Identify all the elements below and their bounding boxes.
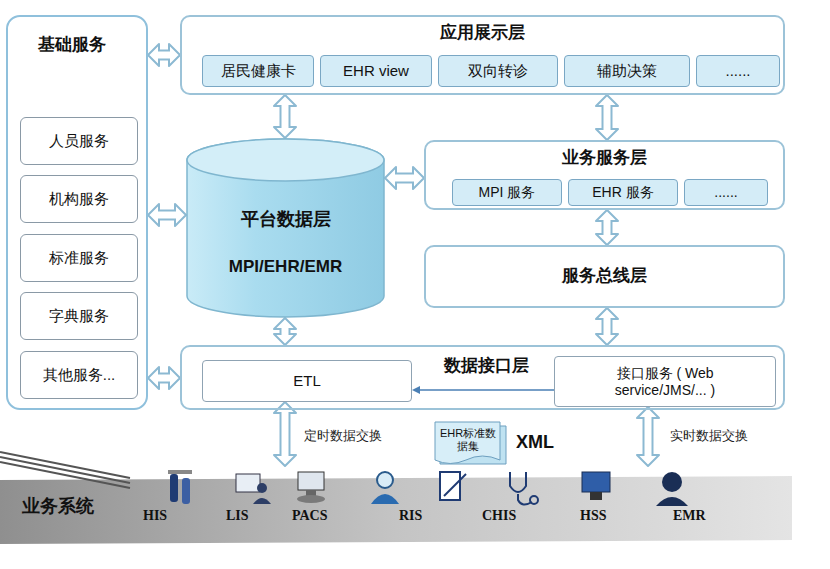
decor-stripe [0,462,130,488]
node-text: MPI 服务 [479,184,536,201]
service-box: 人员服务 [20,117,138,165]
node-text: ETL [293,372,321,390]
connector-line [420,389,554,391]
node-text: 字典服务 [49,307,109,325]
interface-box: ETL [202,360,412,402]
decor-stripe [0,457,130,483]
connector-fill [645,415,652,458]
node-text: 人员服务 [49,132,109,150]
system-label: PACS [292,508,328,524]
node-text: 平台数据层 [241,209,331,231]
cylinder-body [187,139,384,317]
service-box: 双向转诊 [438,55,558,87]
node-text: 居民健康卡 [221,62,296,80]
connector-arrow [274,95,296,138]
layer-box: 服务总线层 [424,245,785,308]
layer-box: 应用展示层居民健康卡 EHR view 双向转诊 辅助决策...... [180,15,785,95]
format-label: XML [516,432,554,453]
service-box: 其他服务... [20,351,138,399]
connector-arrow [637,407,659,466]
connector-fill [156,212,178,219]
page-front [435,422,500,464]
system-icons [168,470,688,506]
service-panel: 基础服务人员服务机构服务标准服务字典服务其他服务... [6,15,148,410]
connector-arrow [148,367,180,389]
node-text: 接口服务 ( Web service/JMS/... ) [575,365,755,399]
service-box: ...... [684,179,768,206]
connector-fill [156,375,172,382]
service-box: MPI 服务 [452,179,562,206]
service-box: 辅助决策 [564,55,690,87]
service-box: 字典服务 [20,292,138,340]
connector-arrow [274,318,296,345]
system-label: CHIS [482,508,516,524]
node-text: 标准服务 [49,249,109,267]
node-text: 机构服务 [49,190,109,208]
node-text: 其他服务... [43,366,116,384]
connector-arrow [148,204,186,226]
node-text: 双向转诊 [468,62,528,80]
node-text: EHR 服务 [592,184,653,201]
data-subtitle: MPI/EHR/EMR [229,257,342,277]
system-label: HSS [580,508,606,524]
node-text: 应用展示层 [440,23,525,43]
connector-arrow [596,95,618,140]
connector-fill [282,326,289,337]
connector-arrow [596,308,618,345]
arrow-head [412,386,420,394]
node-text: 业务系统 [22,496,94,518]
system-label: HIS [143,508,167,524]
cylinder-top [187,139,384,181]
service-box: 机构服务 [20,175,138,223]
layer-box: 数据接口层 ETL 接口服务 ( Web service/JMS/... ) [180,345,785,410]
system-label: LIS [226,508,249,524]
node-text: 服务总线层 [562,266,647,286]
node-text: 业务服务层 [562,148,647,168]
node-text: 基础服务 [38,35,106,55]
node-text: EHR标准数据集 [438,427,498,453]
document-icon: EHR标准数据集 [432,420,510,466]
service-box: EHR view [320,55,432,87]
node-text: 数据接口层 [444,356,529,376]
interface-box: 接口服务 ( Web service/JMS/... ) [554,356,776,407]
database-cylinder: 平台数据层 MPI/EHR/EMR [186,138,385,318]
edge-label: 实时数据交换 [668,427,750,445]
connector-fill [393,175,416,182]
connector-fill [604,316,611,337]
connector-arrow [412,386,554,394]
connector-arrow [385,167,424,189]
connector-fill [604,103,611,132]
service-box: EHR 服务 [568,179,678,206]
connector-fill [156,52,172,59]
connector-fill [604,218,611,237]
node-text: 辅助决策 [597,62,657,80]
edge-label: 定时数据交换 [302,427,384,445]
connector-arrow [148,44,180,66]
system-label: RIS [399,508,422,524]
system-label: EMR [673,508,706,524]
layer-box: 业务服务层 MPI 服务 EHR 服务...... [424,140,785,210]
connector-fill [282,103,289,130]
service-box: ...... [696,55,780,87]
service-box: 标准服务 [20,234,138,282]
node-text: EHR view [343,62,409,80]
service-box: 居民健康卡 [202,55,314,87]
node-text: ...... [725,62,750,80]
connector-fill [282,410,289,458]
connector-arrow [596,210,618,245]
connector-arrow [274,402,296,466]
node-text: ...... [714,184,737,201]
